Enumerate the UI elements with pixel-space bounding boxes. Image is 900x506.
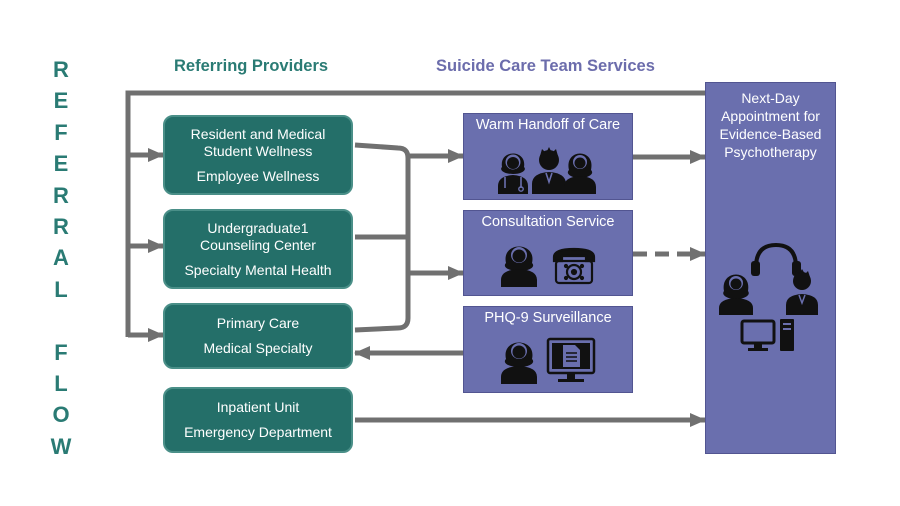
title-letter: A: [53, 245, 69, 271]
top-feedback-line: [125, 90, 705, 337]
provider-box-wellness: Resident and Medical Student Wellness Em…: [163, 115, 353, 195]
service-icons: [464, 241, 632, 287]
man-icon: [786, 269, 818, 315]
title-letter: O: [52, 402, 70, 428]
provider-label: Emergency Department: [184, 424, 332, 440]
title-letter: R: [53, 182, 69, 208]
service-icons: [464, 337, 632, 385]
service-icons: [464, 146, 632, 194]
service-box-warm-handoff: Warm Handoff of Care: [463, 113, 633, 200]
service-title: PHQ-9 Surveillance: [484, 310, 612, 326]
service-box-consultation: Consultation Service: [463, 210, 633, 296]
provider-label: Primary Care: [216, 315, 300, 331]
title-letter: W: [50, 433, 72, 459]
title-letter: L: [54, 276, 68, 302]
woman-icon: [564, 153, 596, 194]
provider-label: Counseling Center: [200, 236, 316, 253]
headphones-woman-icon: [719, 242, 801, 315]
provider-box-primary-care: Primary Care Medical Specialty: [163, 303, 353, 369]
services-header: Suicide Care Team Services: [436, 57, 655, 75]
provider-label: Inpatient Unit: [216, 399, 300, 415]
service-title: Warm Handoff of Care: [475, 117, 621, 133]
title-letter: R: [53, 213, 69, 239]
provider-label: Student Wellness: [203, 142, 313, 159]
provider-box-inpatient: Inpatient Unit Emergency Department: [163, 387, 353, 453]
title-letter: E: [53, 151, 69, 177]
outcome-icons: [719, 242, 818, 351]
title-letter: R: [53, 57, 69, 82]
computer-document-icon: [546, 337, 596, 382]
woman-icon: [501, 246, 537, 287]
service-box-phq9: PHQ-9 Surveillance: [463, 306, 633, 393]
title-letter: L: [54, 370, 68, 396]
provider-label: Employee Wellness: [196, 167, 320, 184]
referral-flow-vertical-title: R E F E R R A L F L O W: [44, 54, 78, 462]
provider-box-counseling: Undergraduate1 Counseling Center Special…: [163, 209, 353, 289]
referring-providers-header: Referring Providers: [174, 57, 329, 75]
woman-doctor-icon: [498, 153, 528, 194]
provider-label: Specialty Mental Health: [184, 261, 332, 278]
man-icon: [532, 147, 566, 194]
title-letter: F: [54, 339, 68, 365]
provider-label: Resident and Medical: [190, 125, 326, 142]
desktop-computer-icon: [740, 319, 794, 351]
next-day-appointment-label: Next-Day Appointment for Evidence-Based …: [719, 90, 822, 160]
next-day-appointment-box: Next-Day Appointment for Evidence-Based …: [705, 82, 836, 454]
woman-icon: [501, 342, 537, 384]
provider-label: Medical Specialty: [203, 340, 313, 356]
title-letter: F: [54, 119, 68, 145]
telephone-icon: [552, 247, 596, 285]
service-title: Consultation Service: [481, 214, 615, 230]
provider-label: Undergraduate1: [207, 219, 309, 236]
title-letter: E: [53, 88, 69, 114]
